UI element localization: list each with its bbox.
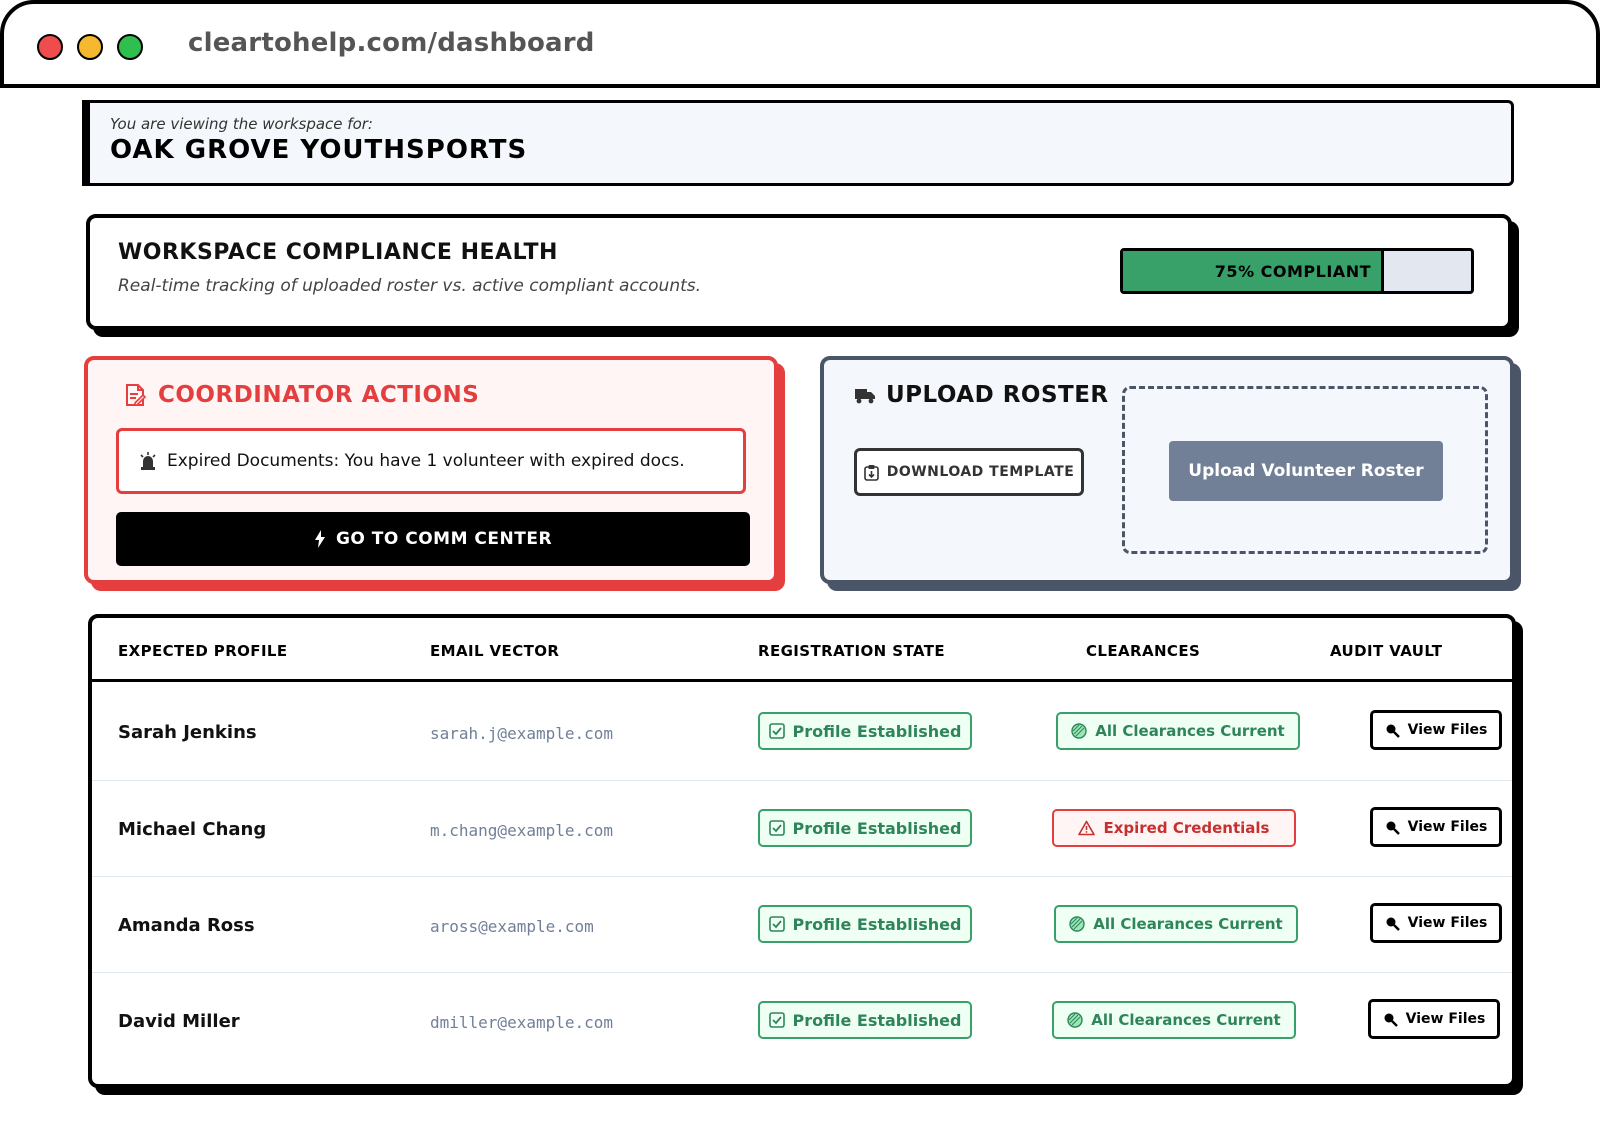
magnifier-icon xyxy=(1385,820,1400,835)
window-close-button[interactable] xyxy=(37,34,63,60)
window-minimize-button[interactable] xyxy=(77,34,103,60)
shield-check-icon xyxy=(1069,916,1085,932)
registration-badge: Profile Established xyxy=(758,809,972,847)
warning-icon xyxy=(1078,820,1096,836)
checkbox-icon xyxy=(768,820,785,836)
coordinator-actions-card: COORDINATOR ACTIONS Expired Documents: Y… xyxy=(84,356,778,584)
checkbox-icon xyxy=(768,916,785,932)
browser-bar: cleartohelp.com/dashboard xyxy=(0,0,1600,88)
clearance-label: All Clearances Current xyxy=(1091,1011,1281,1029)
shield-check-icon xyxy=(1067,1012,1083,1028)
table-header: EXPECTED PROFILE EMAIL VECTOR REGISTRATI… xyxy=(92,618,1512,682)
compliance-card: WORKSPACE COMPLIANCE HEALTH Real-time tr… xyxy=(86,214,1512,330)
clearance-badge: All Clearances Current xyxy=(1056,712,1300,750)
memo-icon xyxy=(122,382,148,408)
workspace-banner: You are viewing the workspace for: OAK G… xyxy=(82,100,1514,186)
column-header-email-vector: EMAIL VECTOR xyxy=(430,642,560,660)
comm-center-label: GO TO COMM CENTER xyxy=(335,529,553,549)
volunteer-name: Amanda Ross xyxy=(118,915,255,936)
roster-dropzone[interactable]: Upload Volunteer Roster xyxy=(1122,386,1488,554)
compliance-title: WORKSPACE COMPLIANCE HEALTH xyxy=(118,240,558,265)
registration-label: Profile Established xyxy=(792,914,962,934)
clearance-label: Expired Credentials xyxy=(1103,819,1270,837)
volunteer-table: EXPECTED PROFILE EMAIL VECTOR REGISTRATI… xyxy=(88,614,1516,1088)
clipboard-icon xyxy=(863,464,879,481)
download-template-button[interactable]: DOWNLOAD TEMPLATE xyxy=(854,448,1084,496)
volunteer-email: sarah.j@example.com xyxy=(430,724,614,743)
registration-label: Profile Established xyxy=(792,721,962,741)
table-row: Sarah Jenkins sarah.j@example.com Profil… xyxy=(92,684,1512,782)
view-files-label: View Files xyxy=(1407,722,1488,738)
workspace-hint: You are viewing the workspace for: xyxy=(110,115,373,133)
upload-title: UPLOAD ROSTER xyxy=(886,382,1109,408)
compliance-progress-fill: 75% COMPLIANT xyxy=(1123,251,1384,291)
registration-badge: Profile Established xyxy=(758,905,972,943)
view-files-button[interactable]: View Files xyxy=(1368,999,1500,1039)
download-template-label: DOWNLOAD TEMPLATE xyxy=(886,464,1075,480)
clearance-badge: All Clearances Current xyxy=(1054,905,1298,943)
clearance-badge: Expired Credentials xyxy=(1052,809,1296,847)
checkbox-icon xyxy=(768,1012,785,1028)
magnifier-icon xyxy=(1385,916,1400,931)
view-files-button[interactable]: View Files xyxy=(1370,903,1502,943)
table-row: Michael Chang m.chang@example.com Profil… xyxy=(92,780,1512,878)
registration-label: Profile Established xyxy=(792,1010,962,1030)
compliance-progress-bar: 75% COMPLIANT xyxy=(1120,248,1474,294)
address-bar-url[interactable]: cleartohelp.com/dashboard xyxy=(188,28,595,58)
view-files-button[interactable]: View Files xyxy=(1370,710,1502,750)
clearance-badge: All Clearances Current xyxy=(1052,1001,1296,1039)
volunteer-name: David Miller xyxy=(118,1011,240,1032)
view-files-button[interactable]: View Files xyxy=(1370,807,1502,847)
siren-icon xyxy=(139,451,157,471)
registration-label: Profile Established xyxy=(792,818,962,838)
go-to-comm-center-button[interactable]: GO TO COMM CENTER xyxy=(116,512,750,566)
column-header-registration-state: REGISTRATION STATE xyxy=(758,642,946,660)
shield-check-icon xyxy=(1071,723,1087,739)
column-header-audit-vault: AUDIT VAULT xyxy=(1330,642,1443,660)
alert-text: Expired Documents: You have 1 volunteer … xyxy=(167,451,685,471)
volunteer-email: dmiller@example.com xyxy=(430,1013,614,1032)
column-header-expected-profile: EXPECTED PROFILE xyxy=(118,642,288,660)
view-files-label: View Files xyxy=(1407,819,1488,835)
magnifier-icon xyxy=(1383,1012,1398,1027)
upload-roster-card: UPLOAD ROSTER DOWNLOAD TEMPLATE Upload V… xyxy=(820,356,1514,584)
registration-badge: Profile Established xyxy=(758,1001,972,1039)
table-row: David Miller dmiller@example.com Profile… xyxy=(92,972,1512,1070)
expired-docs-alert: Expired Documents: You have 1 volunteer … xyxy=(116,428,746,494)
checkbox-icon xyxy=(768,723,785,739)
upload-header: UPLOAD ROSTER xyxy=(854,382,1109,408)
compliance-subtitle: Real-time tracking of uploaded roster vs… xyxy=(118,276,702,296)
truck-icon xyxy=(854,386,876,404)
view-files-label: View Files xyxy=(1407,915,1488,931)
window-maximize-button[interactable] xyxy=(117,34,143,60)
clearance-label: All Clearances Current xyxy=(1095,722,1285,740)
volunteer-email: m.chang@example.com xyxy=(430,821,614,840)
registration-badge: Profile Established xyxy=(758,712,972,750)
magnifier-icon xyxy=(1385,723,1400,738)
volunteer-name: Michael Chang xyxy=(118,819,267,840)
view-files-label: View Files xyxy=(1405,1011,1486,1027)
coordinator-title: COORDINATOR ACTIONS xyxy=(158,382,480,408)
coordinator-header: COORDINATOR ACTIONS xyxy=(122,382,479,408)
clearance-label: All Clearances Current xyxy=(1093,915,1283,933)
column-header-clearances: CLEARANCES xyxy=(1086,642,1201,660)
lightning-icon xyxy=(314,530,326,548)
workspace-name: OAK GROVE YOUTHSPORTS xyxy=(110,135,528,165)
volunteer-name: Sarah Jenkins xyxy=(118,722,257,743)
table-row: Amanda Ross aross@example.com Profile Es… xyxy=(92,876,1512,974)
upload-volunteer-roster-button[interactable]: Upload Volunteer Roster xyxy=(1169,441,1443,501)
volunteer-email: aross@example.com xyxy=(430,917,594,936)
compliance-progress-label: 75% COMPLIANT xyxy=(1214,261,1371,281)
